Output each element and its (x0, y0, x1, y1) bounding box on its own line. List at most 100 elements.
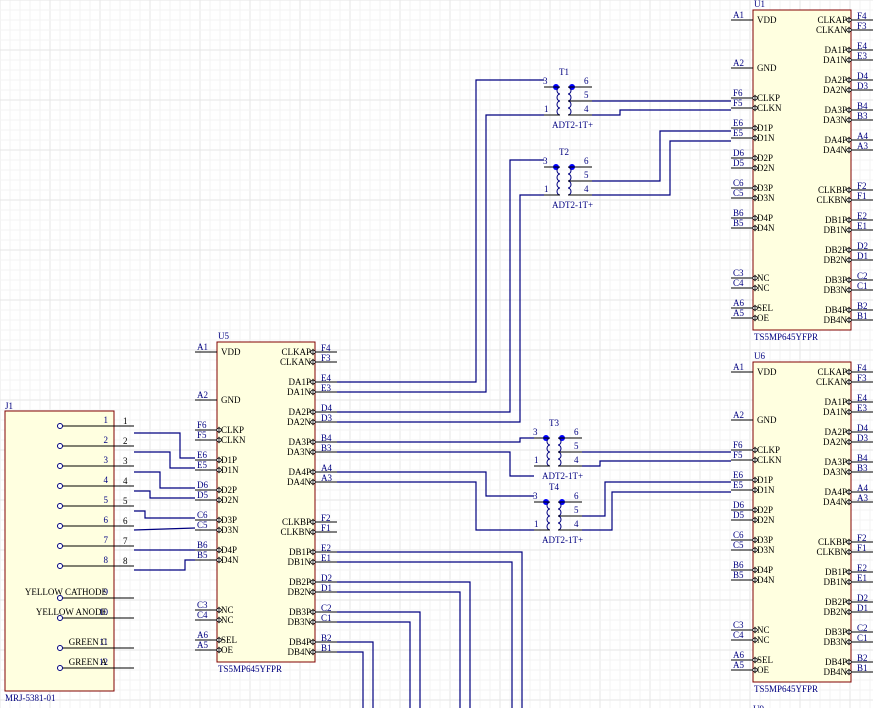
pin-name: CLKBN (280, 527, 311, 537)
pin-number: 9 (104, 587, 109, 597)
pin-name: D2P (221, 485, 237, 495)
pin-ball-label: E2 (857, 211, 867, 221)
pin-ball-label: D1 (857, 251, 868, 261)
pin-ball-label: E3 (857, 403, 867, 413)
pin-arrow (845, 246, 853, 254)
pin-arrow (845, 116, 853, 124)
pin-dot (57, 665, 63, 671)
pin-number: 4 (104, 475, 109, 485)
ic-designator: U6 (754, 351, 765, 361)
pin-arrow (845, 196, 853, 204)
pin-ball-label: A6 (197, 630, 208, 640)
pin-number: 4 (574, 519, 579, 529)
pin-name: CLKAN (280, 357, 311, 367)
pin-name: CLKAP (817, 15, 847, 25)
pin-arrow (751, 284, 759, 292)
pin-ball-label: A4 (857, 483, 868, 493)
pin-ball-label: C1 (321, 613, 332, 623)
pin-arrow (751, 104, 759, 112)
pin-name: DA2N (287, 417, 311, 427)
pin-name: DB2N (823, 607, 847, 617)
pin-name: CLKP (221, 425, 244, 435)
pin-name: VDD (757, 15, 777, 25)
pin-ball-label: C2 (321, 603, 332, 613)
pin-arrow (751, 124, 759, 132)
pin-arrow (309, 618, 317, 626)
pin-name: D1P (757, 475, 773, 485)
pin-ball-label: C3 (197, 600, 208, 610)
pin-arrow (751, 304, 759, 312)
coil-primary (546, 501, 551, 531)
pin-arrow (215, 496, 223, 504)
pin-name: D4P (757, 213, 773, 223)
pin-arrow (845, 276, 853, 284)
pin-number: 8 (104, 555, 109, 565)
pin-arrow (309, 578, 317, 586)
pin-arrow (309, 588, 317, 596)
pin-ball-label: E1 (321, 553, 331, 563)
pin-number: 5 (584, 90, 589, 100)
pin-name: CLKP (757, 93, 780, 103)
pin-arrow (215, 436, 223, 444)
pin-arrow (845, 226, 853, 234)
pin-arrow (845, 316, 853, 324)
pin-ball-label: F5 (733, 98, 743, 108)
pin-name: DB3P (825, 627, 847, 637)
pin-name: CLKN (757, 103, 782, 113)
pin-name: DB3P (825, 275, 847, 285)
pin-name: GND (757, 415, 777, 425)
pin-ball-label: B4 (857, 453, 868, 463)
pin-arrow (751, 314, 759, 322)
pin-ball-label: B3 (857, 111, 868, 121)
wire-t1-4 (592, 109, 731, 116)
pin-arrow (845, 106, 853, 114)
pin-arrow (309, 648, 317, 656)
pin-name: D4N (757, 575, 775, 585)
pin-arrow (751, 476, 759, 484)
pin-name: D2P (757, 153, 773, 163)
pin-ball-label: B1 (857, 663, 868, 673)
pin-number: 3 (543, 76, 548, 86)
pin-ball-label: E4 (857, 41, 867, 51)
pin-ball-label: E3 (321, 383, 331, 393)
connector-designator: J1 (5, 401, 13, 411)
pin-name: D3P (221, 515, 237, 525)
pin-number: 3 (533, 491, 538, 501)
pin-ball-label: D6 (197, 480, 208, 490)
pin-name: CLKAP (817, 367, 847, 377)
pin-name: DA4P (824, 487, 847, 497)
pin-ball-label: D3 (857, 433, 868, 443)
pin-name: D1P (757, 123, 773, 133)
wire-da4p (337, 471, 534, 497)
pin-arrow (751, 214, 759, 222)
pin-number: 1 (544, 184, 549, 194)
pin-arrow (751, 656, 759, 664)
pin-arrow (751, 566, 759, 574)
pin-name: GREEN A (69, 657, 108, 667)
pin-name: GND (757, 63, 777, 73)
pin-ball-label: A1 (733, 362, 744, 372)
pin-ball-label: E3 (857, 51, 867, 61)
pin-ball-label: E2 (857, 563, 867, 573)
pin-number: 5 (574, 505, 579, 515)
pin-arrow (845, 408, 853, 416)
pin-dot (57, 443, 63, 449)
pin-arrow (845, 608, 853, 616)
wires (133, 79, 731, 708)
pin-dot (57, 523, 63, 529)
pin-arrow (751, 164, 759, 172)
pin-arrow (751, 636, 759, 644)
pin-arrow (309, 418, 317, 426)
pin-name: DB3P (289, 607, 311, 617)
pin-ball-label: E5 (733, 128, 743, 138)
pin-ball-label: E2 (321, 543, 331, 553)
pin-name: DA3P (824, 457, 847, 467)
wire-db-bus (337, 591, 461, 708)
pin-name: DB2P (825, 245, 847, 255)
wire-t3-4 (582, 460, 731, 467)
pin-number: 3 (104, 455, 109, 465)
pin-arrow (845, 186, 853, 194)
connector-part-number: MRJ-5381-01 (5, 693, 56, 703)
pin-name: DB3N (823, 285, 847, 295)
